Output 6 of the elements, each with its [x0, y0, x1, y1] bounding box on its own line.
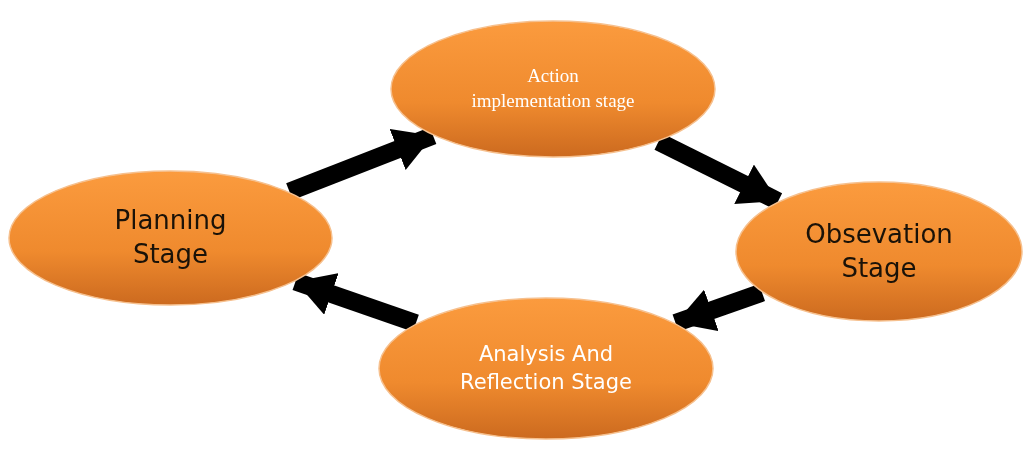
- arrow: [292, 272, 419, 332]
- stage-label: Obsevation Stage: [804, 217, 954, 285]
- stage-label: Planning Stage: [113, 204, 228, 271]
- stage-label: Analysis And Reflection Stage: [459, 341, 633, 396]
- stage-label: Action implementation stage: [470, 64, 636, 113]
- arrow: [672, 284, 765, 332]
